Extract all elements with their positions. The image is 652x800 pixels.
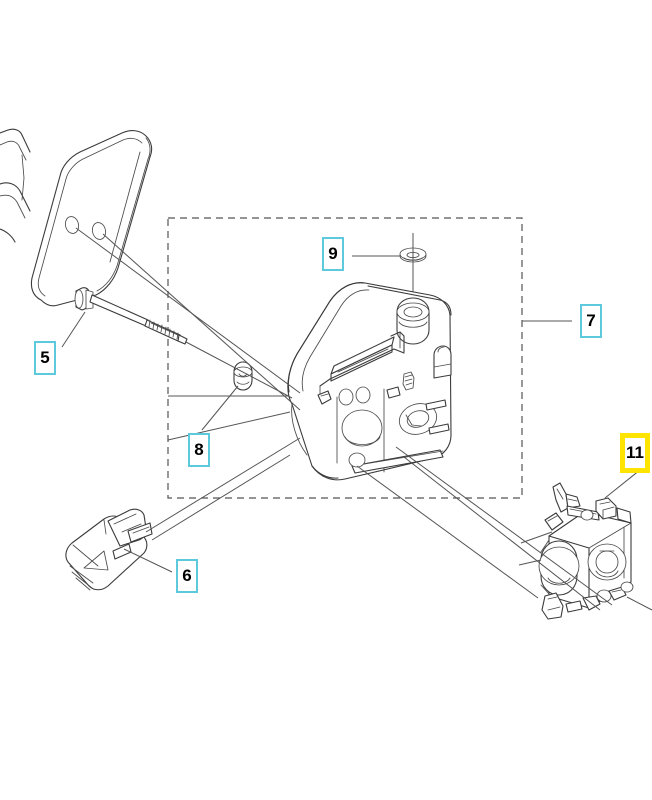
part-carburetor [538,482,634,620]
part-air-filter-cover [0,128,153,307]
callout-9-label: 9 [328,244,338,263]
leader-line-8 [201,385,239,431]
callout-11[interactable]: 11 [620,433,650,473]
part-screw [74,287,188,345]
callout-11-label: 11 [626,443,644,462]
callout-7[interactable]: 7 [580,304,602,338]
callout-6-label: 6 [182,566,192,585]
group-7-boundary [167,217,523,499]
leader-line-5 [61,311,86,348]
callout-9[interactable]: 9 [322,237,344,271]
callout-7-label: 7 [586,311,596,330]
callout-6[interactable]: 6 [176,559,198,593]
callout-8[interactable]: 8 [188,433,210,467]
leader-line-6 [123,548,173,573]
callout-5[interactable]: 5 [34,341,56,375]
callout-8-label: 8 [194,440,204,459]
part-choke-lever [65,508,153,591]
callout-5-label: 5 [40,348,50,367]
part-housing [287,282,452,481]
